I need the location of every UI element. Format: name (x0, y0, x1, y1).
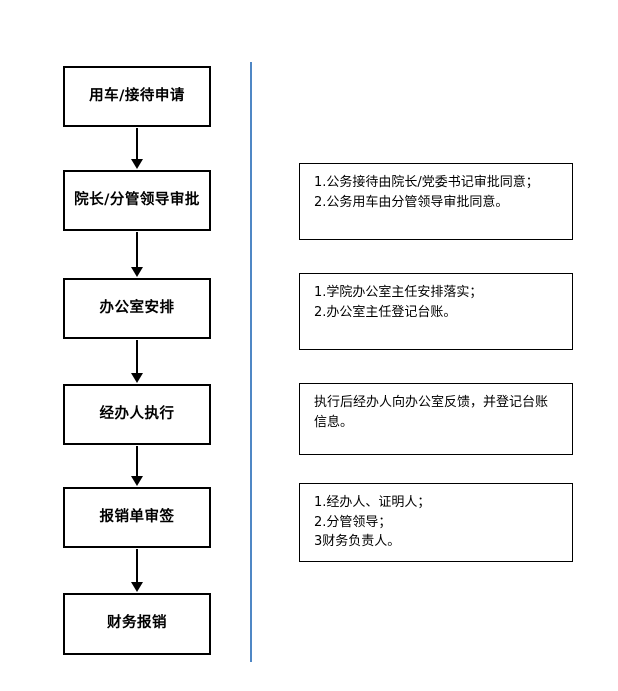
note-line-2-2: 2.办公室主任登记台账。 (314, 304, 457, 320)
flow-step-label-3: 办公室安排 (99, 299, 175, 316)
flow-step-box-3[interactable]: 办公室安排 (63, 278, 211, 339)
note-line-1-1: 1.公务接待由院长/党委书记审批同意； (314, 175, 539, 190)
flow-step-label-5: 报销单审签 (99, 508, 175, 525)
flow-step-label-6: 财务报销 (107, 615, 167, 632)
note-box-1[interactable]: 1.公务接待由院长/党委书记审批同意； 2.公务用车由分管领导审批同意。 (299, 163, 573, 240)
flow-step-label-4: 经办人执行 (99, 405, 175, 422)
note-box-4[interactable]: 1.经办人、证明人； 2.分管领导； 3财务负责人。 (299, 483, 573, 562)
flow-step-label-1: 用车/接待申请 (89, 87, 185, 104)
flow-step-label-2: 院长/分管领导审批 (74, 191, 200, 208)
note-line-4-1: 1.经办人、证明人； (314, 495, 431, 510)
note-line-4-2: 2.分管领导； (314, 514, 392, 530)
note-box-3[interactable]: 执行后经办人向办公室反馈，并登记台账信息。 (299, 383, 573, 455)
note-box-2[interactable]: 1.学院办公室主任安排落实； 2.办公室主任登记台账。 (299, 273, 573, 350)
note-line-4-3: 3财务负责人。 (314, 534, 401, 549)
note-line-2-1: 1.学院办公室主任安排落实； (314, 285, 483, 300)
column-divider-line (250, 62, 252, 662)
flow-step-box-5[interactable]: 报销单审签 (63, 487, 211, 548)
flow-arrow-1-to-2 (131, 128, 143, 169)
note-line-3-1: 执行后经办人向办公室反馈，并登记台账信息。 (314, 395, 549, 430)
flow-arrow-3-to-4 (131, 340, 143, 383)
flow-step-box-2[interactable]: 院长/分管领导审批 (63, 170, 211, 231)
flow-arrow-4-to-5 (131, 446, 143, 486)
flow-arrow-5-to-6 (131, 549, 143, 592)
flow-step-box-1[interactable]: 用车/接待申请 (63, 66, 211, 127)
note-line-1-2: 2.公务用车由分管领导审批同意。 (314, 194, 509, 210)
flow-step-box-6[interactable]: 财务报销 (63, 593, 211, 655)
flow-step-box-4[interactable]: 经办人执行 (63, 384, 211, 445)
flow-arrow-2-to-3 (131, 232, 143, 277)
